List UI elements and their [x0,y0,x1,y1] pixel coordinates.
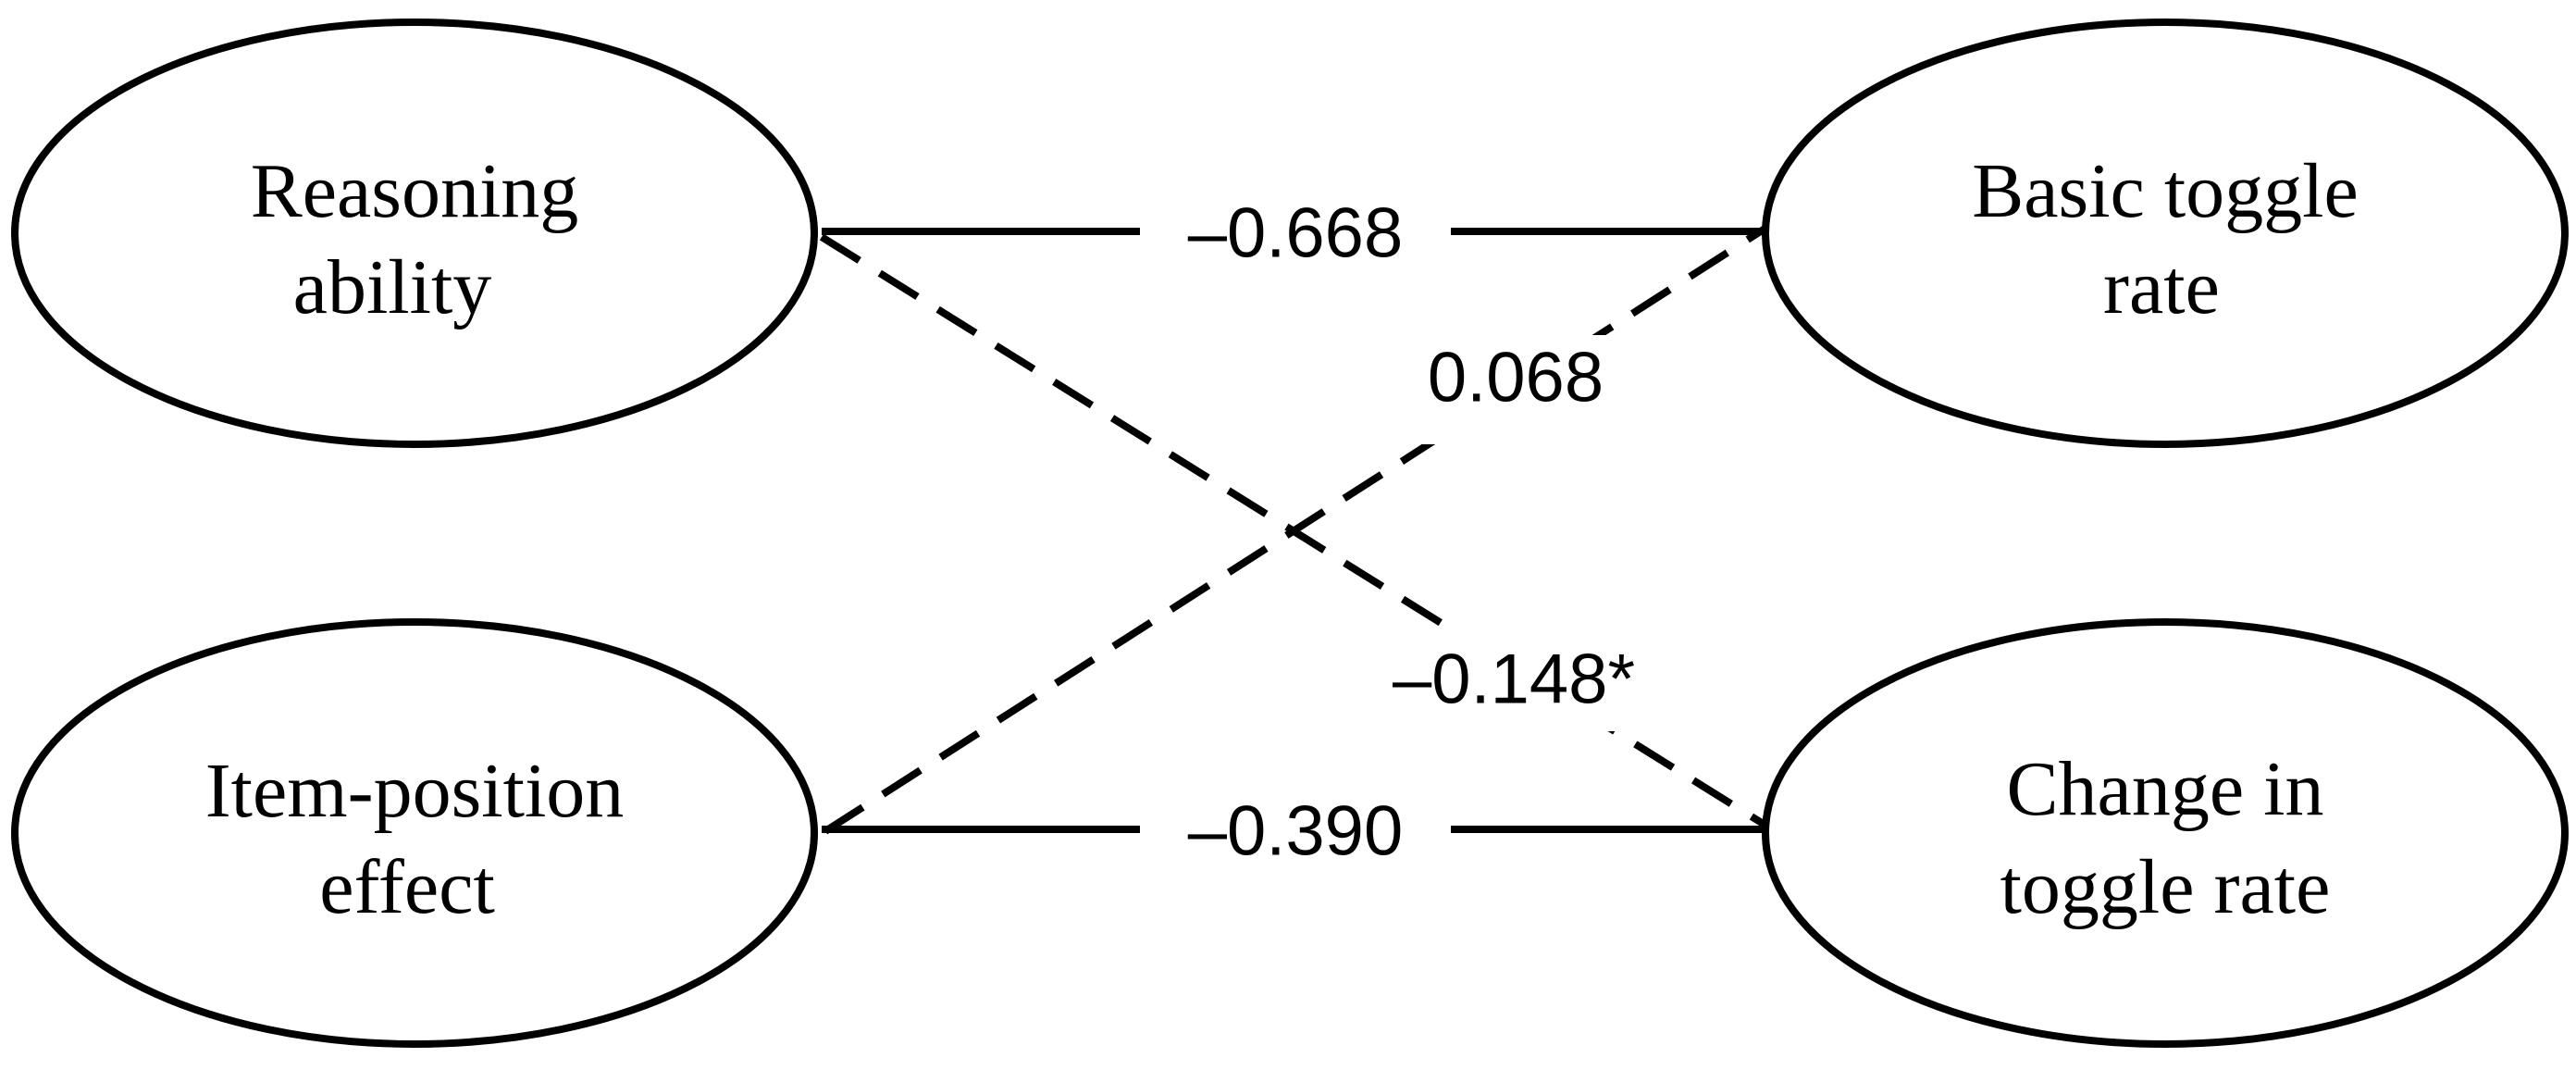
svg-text:rate: rate [2103,244,2220,330]
svg-text:toggle rate: toggle rate [2000,844,2331,930]
svg-text:Basic toggle: Basic toggle [1972,148,2359,234]
svg-text:effect: effect [319,844,495,930]
svg-text:Item-position: Item-position [205,748,625,834]
svg-text:ability: ability [293,244,492,330]
node-basic-toggle-rate: Basic toggle rate [1762,19,2569,448]
svg-text:0.068: 0.068 [1428,339,1604,417]
edge-label-reasoning-change: –0.148* [1366,628,1658,731]
node-change-in-toggle-rate: Change in toggle rate [1762,618,2569,1048]
edge-item-position-to-basic-toggle [823,222,1772,835]
svg-text:–0.668: –0.668 [1188,194,1403,273]
node-item-position-effect: Item-position effect [11,618,818,1048]
edge-label-item-basic: 0.068 [1414,335,1621,444]
svg-text:–0.148*: –0.148* [1393,641,1635,719]
node-reasoning-ability: Reasoning ability [11,19,818,448]
svg-text:Change in: Change in [2007,746,2324,832]
edge-label-item-change: –0.390 [1140,792,1451,871]
svg-text:Reasoning: Reasoning [251,148,579,234]
svg-text:–0.390: –0.390 [1188,792,1403,871]
edge-label-reasoning-basic: –0.668 [1140,194,1451,273]
